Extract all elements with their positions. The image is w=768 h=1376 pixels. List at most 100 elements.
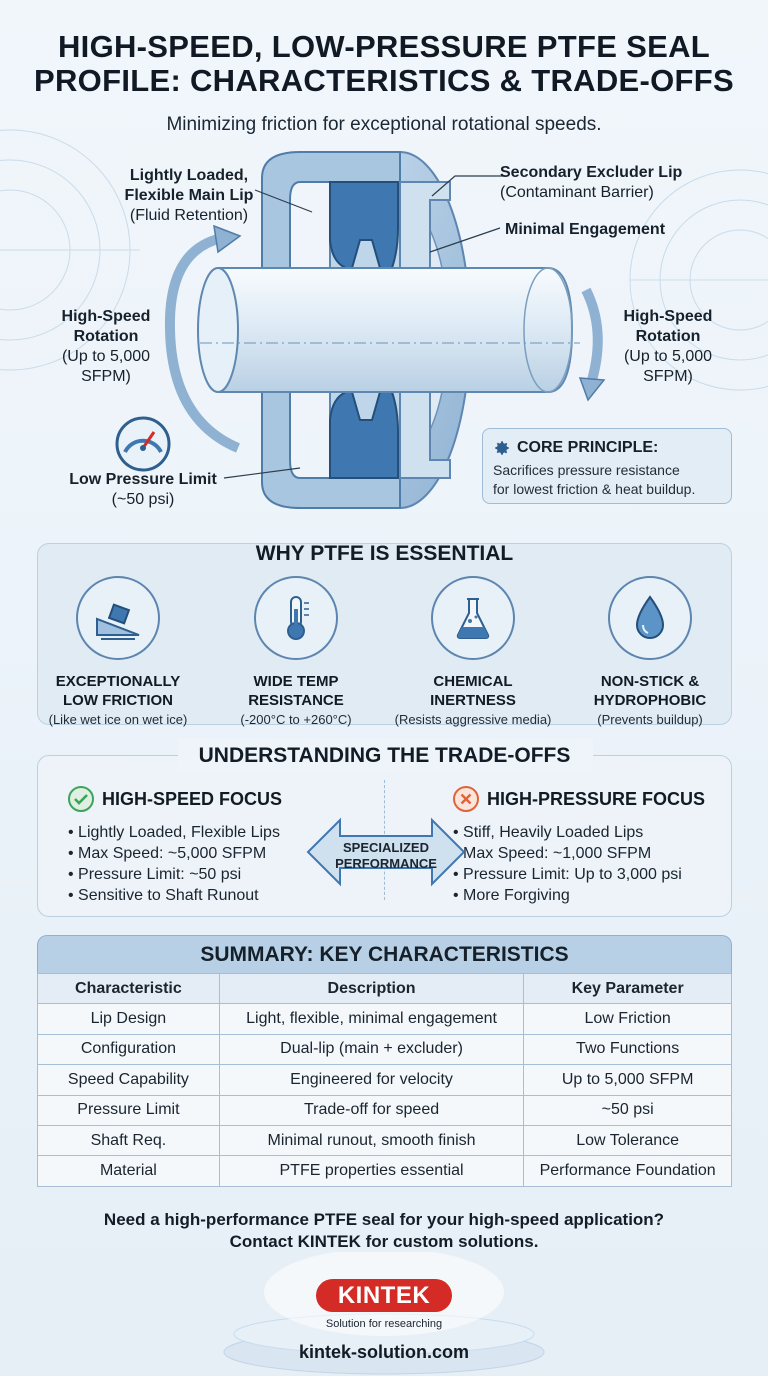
rotation-left-desc-2: SFPM) [81,368,131,385]
logo-tagline: Solution for researching [325,1318,443,1330]
rotation-right-label: High-Speed Rotation (Up to 5,000 SFPM) [608,307,728,387]
feature-title: WIDE TEMP [253,673,339,690]
main-lip-bottom [329,391,399,479]
slope-block-icon [96,603,140,640]
why-ptfe-title: WHY PTFE IS ESSENTIAL [255,542,514,565]
high-speed-title: HIGH-SPEED FOCUS [102,788,283,809]
rotation-left-title-2: Rotation [73,328,139,345]
core-principle-line1: Sacrifices pressure resistance [493,462,680,478]
page-subtitle: Minimizing friction for exceptional rota… [166,114,602,135]
seal-cross-section-diagram [115,151,606,509]
table-cell: Dual-lip (main + excluder) [218,1033,525,1066]
pressure-title: Low Pressure Limit [69,471,217,488]
rotation-right-title-2: Rotation [635,328,701,345]
main-lip-title-2: Flexible Main Lip [124,187,254,204]
table-cell: Speed Capability [37,1064,220,1096]
summary-title: SUMMARY: KEY CHARACTERISTICS [37,935,732,973]
table-cell: Lip Design [37,1003,220,1035]
feature-title: NON-STICK & [600,673,700,690]
feature-desc: (Like wet ice on wet ice) [48,712,188,727]
table-cell: Performance Foundation [523,1155,732,1187]
call-to-action: Need a high-performance PTFE seal for yo… [0,1209,768,1253]
column-header: Characteristic [37,972,220,1005]
table-cell: Up to 5,000 SFPM [523,1064,732,1096]
main-lip-desc: (Fluid Retention) [129,207,249,224]
high-pressure-item: Pressure Limit: Up to 3,000 psi [453,864,705,885]
title-line-2: PROFILE: CHARACTERISTICS & TRADE-OFFS [34,63,734,98]
feature-title: HYDROPHOBIC [593,692,707,709]
check-circle-icon [68,786,94,812]
table-cell: Shaft Req. [37,1124,220,1157]
specialized-performance-label: SPECIALIZED PERFORMANCE [332,840,440,872]
rotation-arrow-right [581,287,603,382]
feature-title: CHEMICAL [433,673,513,690]
main-lip-top [329,181,399,269]
specialized-line2: PERFORMANCE [335,856,437,871]
rotating-shaft [197,267,580,393]
feature-desc: (Prevents buildup) [597,712,703,727]
feature-title: INERTNESS [430,692,516,709]
feature-temp-resistance: WIDE TEMP RESISTANCE (-200°C to +260°C) [206,576,386,727]
feature-title: RESISTANCE [248,692,344,709]
table-header-row: Characteristic Description Key Parameter [37,972,732,1005]
pressure-limit-label: Low Pressure Limit (~50 psi) [58,470,228,510]
thermometer-icon [287,596,309,640]
tradeoffs-title-bg [178,739,593,773]
background-linework [0,129,768,391]
table-cell: Two Functions [523,1033,732,1066]
rotation-left-title-1: High-Speed [61,308,151,325]
rotation-left-label: High-Speed Rotation (Up to 5,000 SFPM) [46,307,166,387]
tradeoffs-panel: UNDERSTANDING THE TRADE-OFFS HIGH-SPEED … [37,739,732,917]
column-header: Description [218,972,525,1005]
title-line-1: HIGH-SPEED, LOW-PRESSURE PTFE SEAL [57,29,711,64]
column-header: Key Parameter [523,972,732,1005]
feature-desc: (Resists aggressive media) [394,712,552,727]
rotation-arrow-right-head [578,377,606,402]
high-speed-item: Pressure Limit: ~50 psi [68,864,282,885]
pressure-gauge-icon [115,416,171,472]
cta-line1: Need a high-performance PTFE seal for yo… [103,1210,665,1229]
feature-low-friction: EXCEPTIONALLY LOW FRICTION (Like wet ice … [28,576,208,727]
rotation-arrow-left [164,233,241,453]
excluder-desc: (Contaminant Barrier) [500,184,654,201]
feature-desc: (-200°C to +260°C) [240,712,352,727]
tradeoffs-title: UNDERSTANDING THE TRADE-OFFS [198,744,571,767]
feature-title: EXCEPTIONALLY [55,673,181,690]
feature-non-stick: NON-STICK & HYDROPHOBIC (Prevents buildup… [560,576,740,727]
why-ptfe-panel: WHY PTFE IS ESSENTIAL EXCEPTIONALLY LOW F… [37,542,732,727]
specialized-line1: SPECIALIZED [343,840,429,855]
core-principle-box: CORE PRINCIPLE: Sacrifices pressure resi… [482,428,732,504]
rotation-arrow-left-head [213,224,242,254]
rotation-right-title-1: High-Speed [623,308,713,325]
table-cell: Material [37,1155,220,1187]
engagement-label: Minimal Engagement [505,220,705,240]
droplet-icon [635,595,665,639]
high-pressure-column: HIGH-PRESSURE FOCUS Stiff, Heavily Loade… [453,786,705,906]
callout-lines [223,175,505,479]
cta-line2: Contact KINTEK for custom solutions. [229,1232,539,1251]
table-cell: Engineered for velocity [218,1064,525,1096]
excluder-lip-label: Secondary Excluder Lip (Contaminant Barr… [500,163,710,203]
engagement-text: Minimal Engagement [505,221,666,238]
table-cell: PTFE properties essential [218,1155,525,1187]
flask-icon [456,598,490,639]
core-principle-title: CORE PRINCIPLE: [517,439,659,456]
cross-circle-icon [453,786,479,812]
table-cell: Configuration [37,1033,220,1066]
summary-table: Characteristic Description Key Parameter… [37,972,732,1187]
excluder-title: Secondary Excluder Lip [500,164,683,181]
table-cell: Trade-off for speed [218,1094,525,1126]
high-speed-item: Max Speed: ~5,000 SFPM [68,843,282,864]
core-principle-line2: for lowest friction & heat buildup. [493,481,696,497]
table-cell: Light, flexible, minimal engagement [218,1003,525,1035]
page-title: HIGH-SPEED, LOW-PRESSURE PTFE SEAL PROFI… [0,30,768,98]
website-link[interactable]: kintek-solution.com [298,1342,469,1362]
main-lip-label: Lightly Loaded, Flexible Main Lip (Fluid… [100,166,278,226]
feature-title: LOW FRICTION [63,692,173,709]
high-speed-item: Lightly Loaded, Flexible Lips [68,822,282,843]
